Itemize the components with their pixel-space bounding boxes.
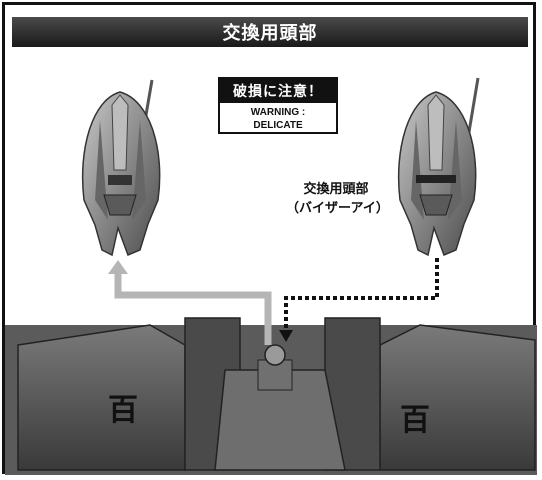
warning-jp: 破損に注意！	[220, 79, 336, 103]
kanji-mark-right: 百	[400, 403, 430, 438]
banner-title: 交換用頭部	[222, 23, 318, 44]
visor-head-label: 交換用頭部 （バイザーアイ）	[286, 180, 389, 218]
warning-en-line1: WARNING :	[250, 107, 306, 118]
warning-label: 破損に注意！ WARNING : DELICATE	[218, 77, 338, 134]
head-left	[81, 79, 161, 257]
arrow-attach-right	[279, 258, 439, 342]
warning-en: WARNING : DELICATE	[220, 103, 336, 132]
section-banner: 交換用頭部	[12, 17, 528, 47]
kanji-mark-left: 百	[108, 393, 138, 428]
warning-en-line2: DELICATE	[253, 120, 303, 131]
mech-body: 百 百	[5, 317, 537, 475]
arrow-remove-left	[108, 260, 272, 345]
visor-label-line2: （バイザーアイ）	[286, 201, 389, 216]
visor-label-line1: 交換用頭部	[303, 182, 369, 197]
head-right-visor	[397, 77, 480, 257]
page-frame	[2, 2, 536, 474]
